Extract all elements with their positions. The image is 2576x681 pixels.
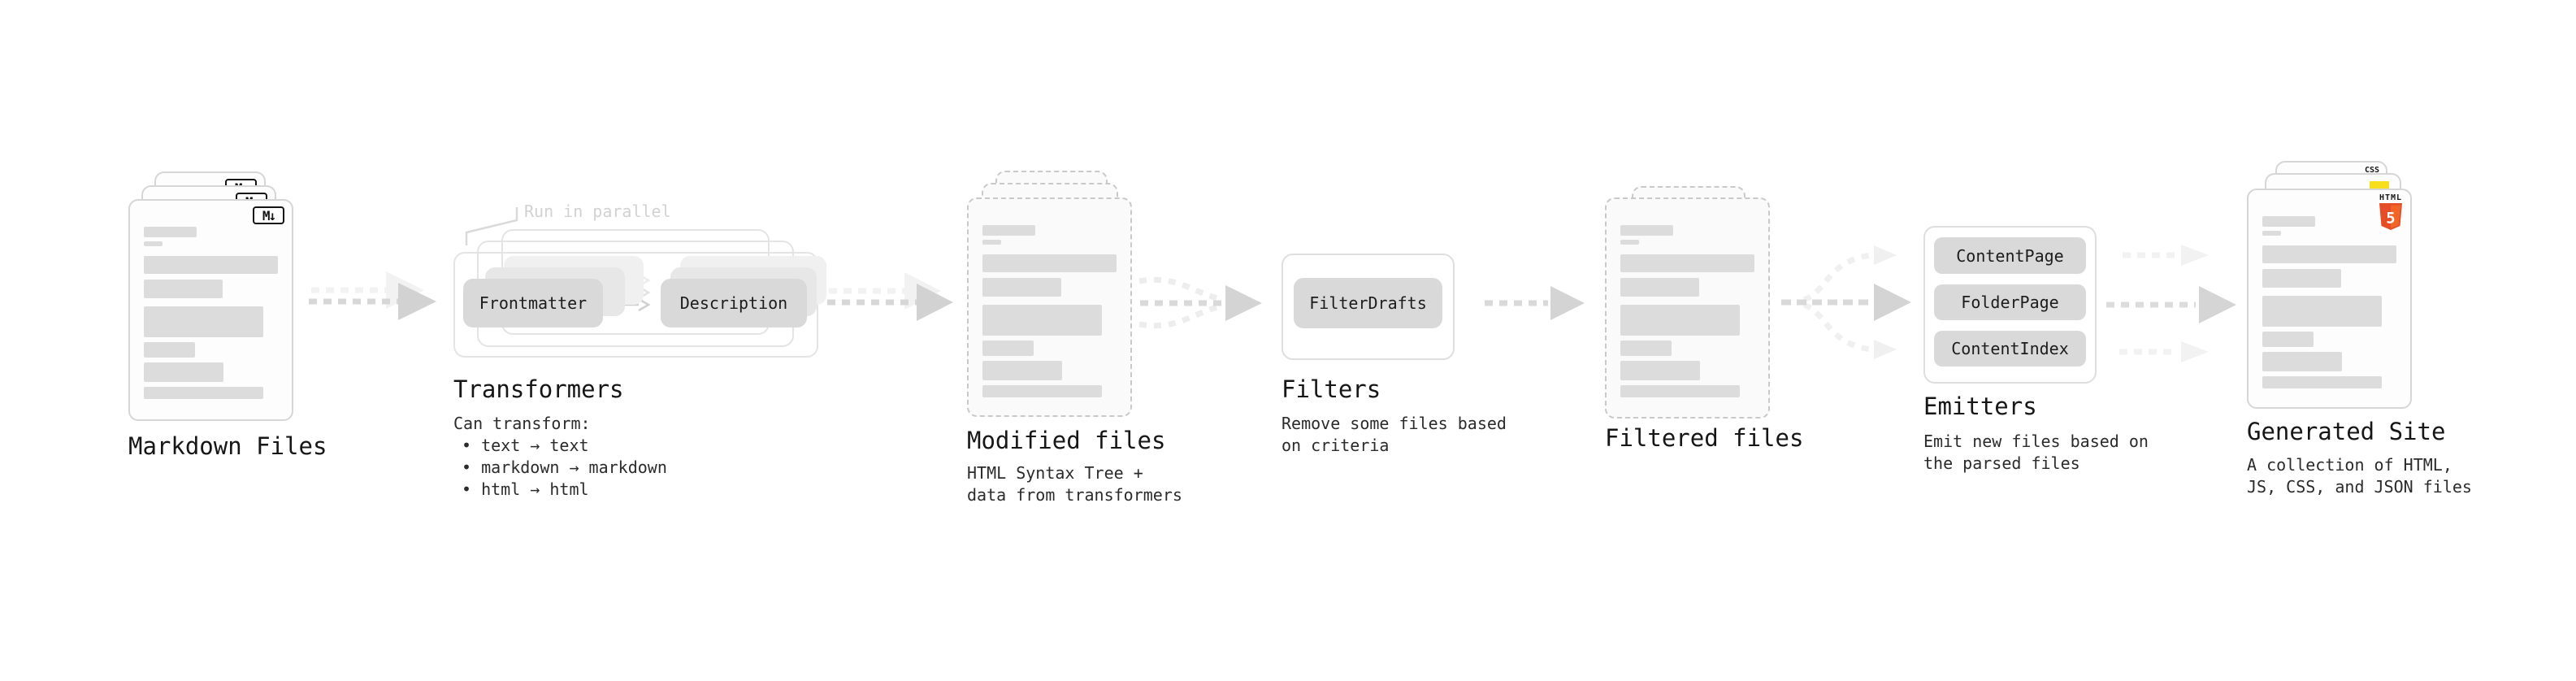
placeholder-bar [2262,332,2314,347]
arrow-transformers-to-modified-icon [827,284,953,321]
placeholder-bar [982,340,1034,356]
placeholder-bar [982,254,1117,272]
filters-desc-line: Remove some files based [1281,414,1507,433]
placeholder-bar [144,227,197,237]
placeholder-bar [144,387,263,399]
placeholder-bar [144,342,195,358]
html5-icon: HTML 5 [2376,193,2405,231]
placeholder-bar [982,361,1062,380]
emitters-title: Emitters [1923,393,2037,420]
html-file-card-front: HTML 5 [2247,189,2412,409]
placeholder-bar [1620,361,1700,380]
transformers-bullet: • html → html [462,479,589,499]
description-node: Description [661,279,807,327]
placeholder-bar [144,241,163,246]
contentindex-node: ContentIndex [1934,331,2086,367]
modified-files-desc-line: HTML Syntax Tree + [967,463,1143,483]
generated-site-desc-line: JS, CSS, and JSON files [2247,477,2472,497]
placeholder-bar [2262,352,2342,371]
arrow-modified-to-filters-icon [1138,276,1262,329]
placeholder-bar [982,225,1035,236]
contentpage-node: ContentPage [1934,237,2086,274]
placeholder-bar [2262,231,2281,236]
run-in-parallel-leader-line [465,207,518,245]
markdown-icon: M↓ [253,206,284,224]
placeholder-bar [1620,240,1639,245]
placeholder-bar [144,280,223,298]
arrow-markdown-to-transformers-icon [309,283,436,320]
transformer-group-box-front [453,252,818,358]
html5-icon-label: HTML [2379,193,2403,202]
placeholder-bar [2262,376,2382,388]
placeholder-bar [2262,269,2341,288]
transformers-title: Transformers [453,375,624,403]
modified-files-title: Modified files [967,427,1166,454]
placeholder-bar [1620,385,1740,397]
filterdrafts-node: FilterDrafts [1294,278,1442,328]
placeholder-bar [982,240,1001,245]
filters-desc-line: on criteria [1281,436,1390,455]
js-file-icon [2370,181,2389,189]
arrow-emitters-to-generated-icon [2106,245,2236,362]
placeholder-bar [144,256,278,274]
generated-site-title: Generated Site [2247,418,2446,445]
generated-site-desc-line: A collection of HTML, [2247,455,2452,475]
arrow-filtered-to-emitters-icon [1781,245,1911,359]
run-in-parallel-note: Run in parallel [524,202,671,221]
transformers-bullet: • markdown → markdown [462,458,667,477]
transformers-desc-line: Can transform: [453,414,591,433]
markdown-file-card-front: M↓ [128,199,293,421]
filtered-files-title: Filtered files [1605,424,1804,452]
placeholder-bar [1620,305,1740,336]
placeholder-bar [1620,254,1754,272]
transformers-bullet: • text → text [462,436,589,455]
filtered-file-card-front [1605,197,1770,419]
placeholder-bar [982,305,1102,336]
folderpage-node: FolderPage [1934,284,2086,320]
placeholder-bar [144,362,223,382]
placeholder-bar [2262,245,2396,263]
placeholder-bar [1620,225,1673,236]
placeholder-bar [982,278,1061,297]
filters-title: Filters [1281,375,1381,403]
emitters-desc-line: the parsed files [1923,453,2080,473]
arrow-filters-to-filtered-icon [1485,286,1585,320]
markdown-files-title: Markdown Files [128,432,327,460]
emitters-desc-line: Emit new files based on [1923,432,2149,451]
placeholder-bar [1620,340,1672,356]
html5-icon-number: 5 [2386,210,2395,228]
frontmatter-node: Frontmatter [463,279,603,327]
placeholder-bar [982,385,1102,397]
placeholder-bar [2262,296,2382,327]
modified-file-card-front [967,197,1132,417]
placeholder-bar [1620,278,1699,297]
placeholder-bar [2262,216,2315,227]
placeholder-bar [144,306,263,337]
modified-files-desc-line: data from transformers [967,485,1182,505]
